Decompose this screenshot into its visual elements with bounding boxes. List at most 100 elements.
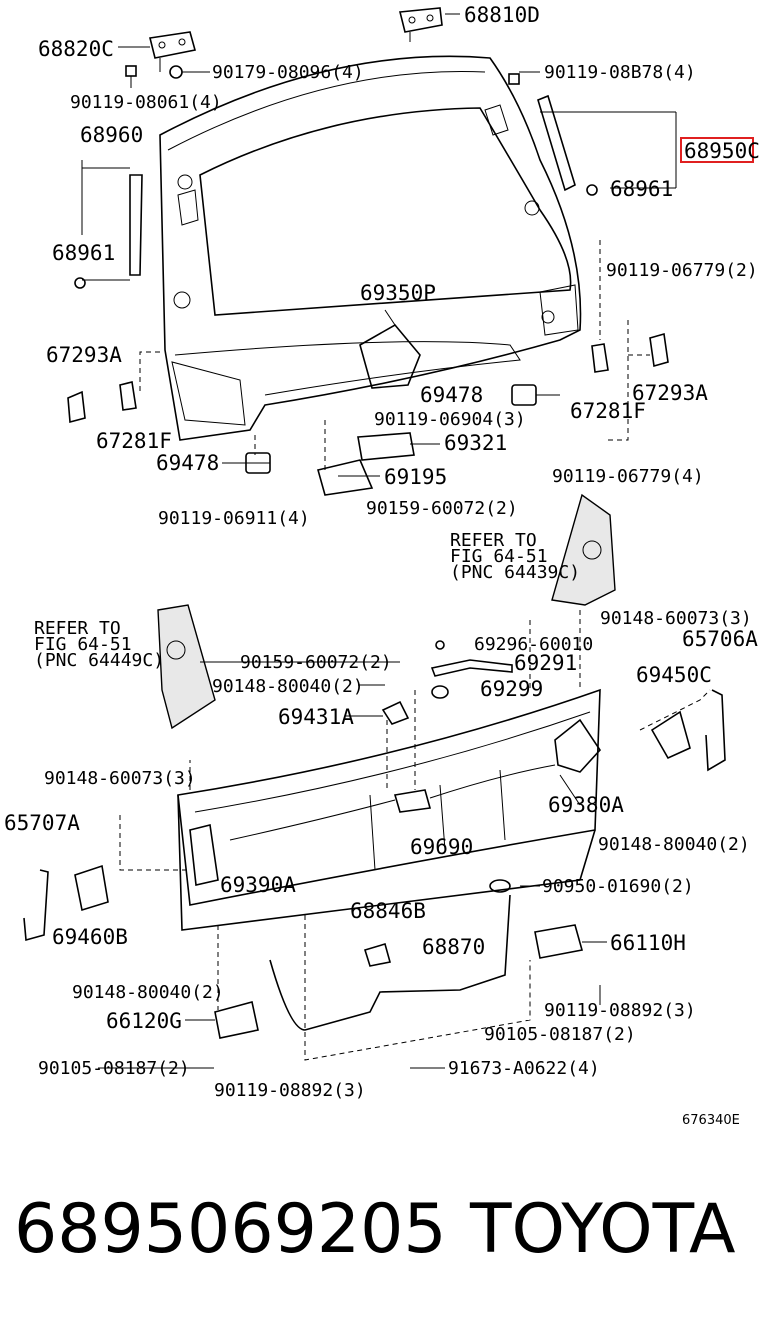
label-69431a: 69431A [278, 705, 354, 729]
label-90105-08187-left: 90105-08187(2) [38, 1058, 190, 1079]
rod-69291 [430, 659, 513, 677]
label-69390a: 69390A [220, 873, 296, 897]
handle-69431a [381, 700, 410, 725]
cushion-67293a-right [649, 332, 669, 368]
label-68961-left: 68961 [52, 241, 115, 265]
diagram-canvas [23, 7, 726, 1069]
label-66120g: 66120G [106, 1009, 182, 1033]
label-90119-08892-left: 90119-08892(3) [214, 1080, 366, 1101]
inner-trim-left [157, 604, 216, 730]
label-90119-08061: 90119-08061(4) [70, 92, 222, 113]
part-number: 6895069205 [14, 1190, 447, 1269]
label-90119-06904: 90119-06904(3) [374, 409, 526, 430]
back-door-lower-panel [177, 688, 601, 931]
label-69690: 69690 [410, 835, 473, 859]
label-69350p: 69350P [360, 281, 436, 305]
label-68820c: 68820C [38, 37, 114, 61]
label-90119-08b78: 90119-08B78(4) [544, 62, 696, 83]
label-layer: 68810D 68820C 90179-08096(4) 90119-08B78… [4, 3, 760, 1128]
bolt-90119-08b78 [508, 71, 540, 85]
nut-90179 [169, 65, 210, 79]
cushion-90950 [489, 879, 511, 893]
striker-69450c [650, 710, 691, 760]
label-90119-08892-right: 90119-08892(3) [544, 1000, 696, 1021]
gas-stay-left [74, 160, 143, 289]
switch-65707a [23, 869, 49, 942]
cushion-67293a-left [67, 390, 86, 424]
cushion-67281f-right [591, 343, 609, 373]
grommet-69299 [431, 685, 449, 699]
dash-line [639, 689, 711, 731]
label-68870: 68870 [422, 935, 485, 959]
label-90179-08096: 90179-08096(4) [212, 62, 364, 83]
label-refer-right-2: FIG 64-51 [450, 546, 548, 567]
label-68950c[interactable]: 68950C [684, 139, 760, 163]
footer: 6895069205 TOYOTA [0, 1190, 760, 1280]
label-69291: 69291 [514, 651, 577, 675]
lock-actuator-66110h [534, 924, 584, 959]
control-69690 [229, 764, 556, 841]
back-door-upper-panel [159, 55, 582, 441]
screw-69296 [435, 640, 445, 650]
bolt-90119-08061 [125, 65, 137, 88]
wire-68870 [269, 894, 511, 1031]
label-90148-60073-left: 90148-60073(3) [44, 768, 196, 789]
dash-line [119, 815, 190, 871]
label-refer-right-3: (PNC 64439C) [450, 562, 580, 583]
label-69296-60010: 69296-60010 [474, 634, 593, 655]
label-90148-60073-right: 90148-60073(3) [600, 608, 752, 629]
label-91673-a0622: 91673-A0622(4) [448, 1058, 600, 1079]
striker-69460b [74, 864, 109, 912]
label-refer-left-3: (PNC 64449C) [34, 650, 164, 671]
highlight-box[interactable] [680, 137, 754, 163]
drawing-code: 676340E [682, 1113, 740, 1128]
hinge-69390a [189, 824, 219, 886]
label-90950-01690: 90950-01690(2) [542, 876, 694, 897]
label-69460b: 69460B [52, 925, 128, 949]
label-68961-right: 68961 [610, 177, 673, 201]
label-refer-right-1: REFER TO [450, 530, 537, 551]
label-90119-06779-top: 90119-06779(2) [606, 260, 758, 281]
label-90148-80040-right: 90148-80040(2) [598, 834, 750, 855]
label-69321: 69321 [444, 431, 507, 455]
label-90148-80040-left: 90148-80040(2) [72, 982, 224, 1003]
bracket-69321 [357, 432, 415, 461]
label-69450c: 69450C [636, 663, 712, 687]
label-90119-06779-bot: 90119-06779(4) [552, 466, 704, 487]
gas-stay-right [537, 94, 677, 196]
hinge-68820c [118, 31, 197, 72]
label-67293a-left: 67293A [46, 343, 122, 367]
label-refer-left-2: FIG 64-51 [34, 634, 132, 655]
label-67293a-right: 67293A [632, 381, 708, 405]
label-68960: 68960 [80, 123, 143, 147]
label-69380a: 69380A [548, 793, 624, 817]
label-68810d: 68810D [464, 3, 540, 27]
label-refer-left-1: REFER TO [34, 618, 121, 639]
dash-line [608, 320, 629, 441]
hinge-68810d [398, 7, 460, 42]
label-67281f-right: 67281F [570, 399, 646, 423]
label-66110h: 66110H [610, 931, 686, 955]
inner-trim-right [551, 493, 616, 606]
label-65707a: 65707A [4, 811, 80, 835]
label-90105-08187-right: 90105-08187(2) [484, 1024, 636, 1045]
label-69299: 69299 [480, 677, 543, 701]
label-67281f-left: 67281F [96, 429, 172, 453]
switch-65706a [705, 689, 726, 772]
cushion-67281f-left [119, 381, 137, 411]
label-68846b: 68846B [350, 899, 426, 923]
label-90159-60072-mid: 90159-60072(2) [240, 652, 392, 673]
label-90119-06911: 90119-06911(4) [158, 508, 310, 529]
dash-line [304, 915, 531, 1061]
label-90159-60072-top: 90159-60072(2) [366, 498, 518, 519]
label-69478-left: 69478 [156, 451, 219, 475]
lock-69380a [554, 718, 602, 773]
dash-line [139, 351, 160, 395]
bracket-69195 [317, 459, 374, 496]
label-90148-80040-mid: 90148-80040(2) [212, 676, 364, 697]
brand-name: TOYOTA [470, 1190, 736, 1269]
lock-actuator-66120g [214, 1001, 259, 1039]
label-69478-right: 69478 [420, 383, 483, 407]
label-65706a: 65706A [682, 627, 758, 651]
